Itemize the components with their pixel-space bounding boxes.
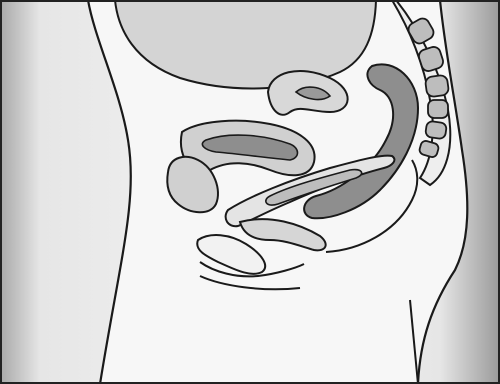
vertebra bbox=[425, 75, 450, 98]
vertebra bbox=[425, 121, 447, 140]
vertebra bbox=[428, 100, 448, 118]
